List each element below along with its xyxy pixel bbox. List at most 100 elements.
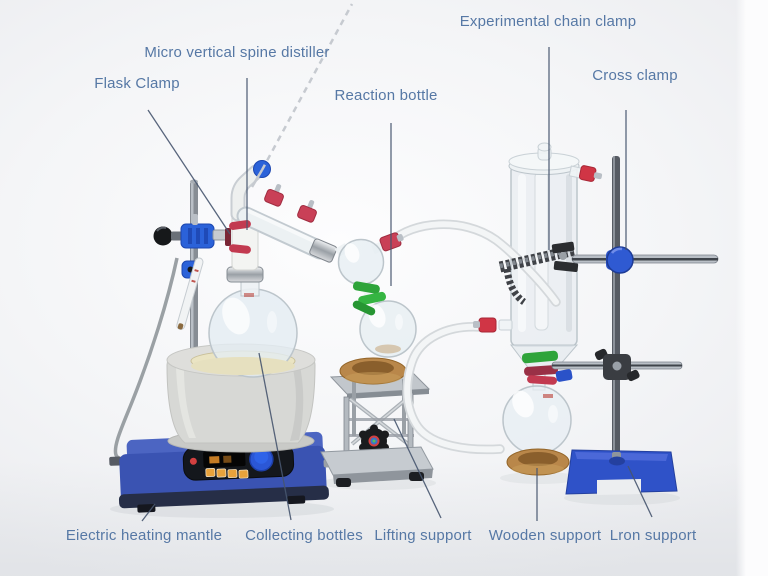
clamp-pad-upper bbox=[229, 220, 251, 230]
leader-heating-mantle bbox=[141, 503, 156, 522]
panel-button-3 bbox=[227, 469, 238, 479]
condenser-top-nub-cap bbox=[537, 142, 552, 152]
collected-liquid bbox=[375, 344, 401, 354]
label-flask-clamp: Flask Clamp bbox=[94, 75, 180, 92]
flask-highlight-2 bbox=[267, 311, 277, 333]
spine-distiller-head bbox=[230, 3, 354, 263]
upper-flask-highlight bbox=[344, 243, 360, 263]
leader-lifting-support bbox=[393, 418, 442, 519]
base-foot-left bbox=[137, 504, 156, 513]
panel-button-2 bbox=[216, 468, 227, 478]
condenser-keck-green bbox=[521, 350, 559, 364]
base-left-nub bbox=[109, 456, 122, 466]
dome-highlight-left bbox=[176, 368, 196, 438]
wood-ring-1-highlight bbox=[345, 372, 401, 384]
jack-bar-1 bbox=[346, 418, 414, 421]
tube-upper bbox=[389, 221, 559, 305]
collecting-bottles bbox=[334, 238, 417, 358]
clamp-pad-lower bbox=[229, 244, 251, 254]
small-blue-clamp bbox=[555, 369, 573, 382]
iron-stand bbox=[612, 156, 620, 464]
flask-label-mark bbox=[244, 293, 254, 297]
label-lifting-support: Lifting support bbox=[374, 527, 472, 544]
label-wooden-support: Wooden support bbox=[488, 527, 602, 544]
leader-flask-clamp bbox=[147, 109, 231, 235]
clamp-knob-highlight bbox=[156, 226, 167, 232]
arm-port-cap-1 bbox=[264, 184, 284, 207]
clamp-top-screw bbox=[192, 214, 198, 225]
base-bottom-strip bbox=[118, 485, 329, 509]
condenser-shade bbox=[566, 174, 572, 332]
iron-stand-hardware bbox=[551, 246, 719, 495]
cross-clamp-ball bbox=[606, 246, 634, 274]
bosshead-bolt-silver bbox=[612, 361, 622, 371]
wood-ring-2-hole bbox=[518, 452, 558, 466]
condenser-arm bbox=[238, 208, 328, 258]
capillary-base bbox=[250, 169, 264, 188]
jack-rear-column-2 bbox=[402, 379, 406, 434]
clamp-slot-3 bbox=[204, 228, 208, 244]
display-digits bbox=[209, 456, 220, 464]
chain-clamp-hardware bbox=[498, 241, 579, 305]
jack-rear-column-1 bbox=[352, 381, 356, 436]
thermometer bbox=[176, 257, 204, 330]
mantle-bowl-front-lip bbox=[191, 357, 295, 375]
horizontal-rod-upper-midline bbox=[572, 258, 718, 261]
leader-iron-support bbox=[627, 465, 653, 518]
tube-lower bbox=[404, 323, 503, 453]
label-spine-distiller: Micro vertical spine distiller bbox=[144, 44, 330, 61]
clamp-slot-1 bbox=[188, 228, 192, 244]
stand-rod-right-highlight bbox=[613, 156, 615, 464]
iron-base-notch bbox=[597, 479, 641, 495]
keck-clip-green-3 bbox=[352, 300, 376, 316]
clamp-knob bbox=[153, 226, 173, 246]
panel-button-1 bbox=[205, 468, 216, 477]
cross-clamp-highlight bbox=[610, 247, 623, 254]
rod-hub bbox=[609, 456, 625, 466]
temperature-knob-top bbox=[254, 449, 269, 464]
label-heating-mantle: Eiectric heating mantle bbox=[65, 527, 223, 544]
wood-ring-1-hole bbox=[352, 361, 394, 375]
panel-button-4 bbox=[238, 469, 249, 479]
condenser-arm-highlight bbox=[247, 209, 316, 243]
dome-shade-right bbox=[290, 356, 304, 441]
collecting-flask-upper bbox=[337, 238, 385, 286]
leader-collecting-bottles bbox=[258, 352, 292, 521]
condenser-clip-maroon bbox=[524, 365, 559, 376]
keck-clip-green-1 bbox=[352, 281, 380, 294]
label-chain-clamp: Experimental chain clamp bbox=[459, 13, 637, 30]
receiving-flask-highlight-2 bbox=[548, 405, 558, 423]
wooden-support-left bbox=[339, 357, 407, 385]
wood-ring-2-highlight bbox=[512, 463, 564, 475]
lower-flask-highlight-2 bbox=[395, 314, 403, 330]
condenser-port-lower bbox=[473, 317, 513, 333]
clamp-shaft bbox=[171, 231, 182, 241]
head-tube bbox=[232, 166, 262, 220]
chain-hanging bbox=[503, 268, 527, 305]
receiving-flask-highlight bbox=[512, 390, 534, 418]
tubing bbox=[387, 219, 561, 455]
jack-bottom-plate-edge bbox=[333, 469, 433, 484]
power-led bbox=[189, 457, 197, 465]
label-iron-support: Lron support bbox=[609, 527, 697, 544]
clamp-slot-2 bbox=[196, 228, 200, 244]
arm-end-metal-joint bbox=[309, 238, 338, 263]
label-reaction-bottle: Reaction bottle bbox=[334, 87, 438, 104]
chain-tensioner-lower bbox=[553, 260, 579, 273]
chain-tensioner-upper bbox=[551, 241, 575, 254]
spine-capillary bbox=[260, 3, 354, 171]
receiving-flask-group bbox=[502, 385, 572, 476]
label-collecting-bottles: Collecting bottles bbox=[245, 527, 363, 544]
flask-clamp-hardware bbox=[153, 214, 251, 254]
condenser-highlight bbox=[518, 174, 526, 332]
keck-clip-green-2 bbox=[358, 291, 386, 306]
arm-port-cap-2 bbox=[297, 200, 317, 223]
iron-base-sheen bbox=[575, 452, 668, 461]
jack-foot-left bbox=[336, 478, 351, 487]
condenser-clip-red bbox=[527, 375, 557, 385]
condenser-port-upper bbox=[568, 165, 603, 182]
label-cross-clamp: Cross clamp bbox=[592, 67, 678, 84]
chain-tensioner-bolt bbox=[559, 252, 567, 260]
